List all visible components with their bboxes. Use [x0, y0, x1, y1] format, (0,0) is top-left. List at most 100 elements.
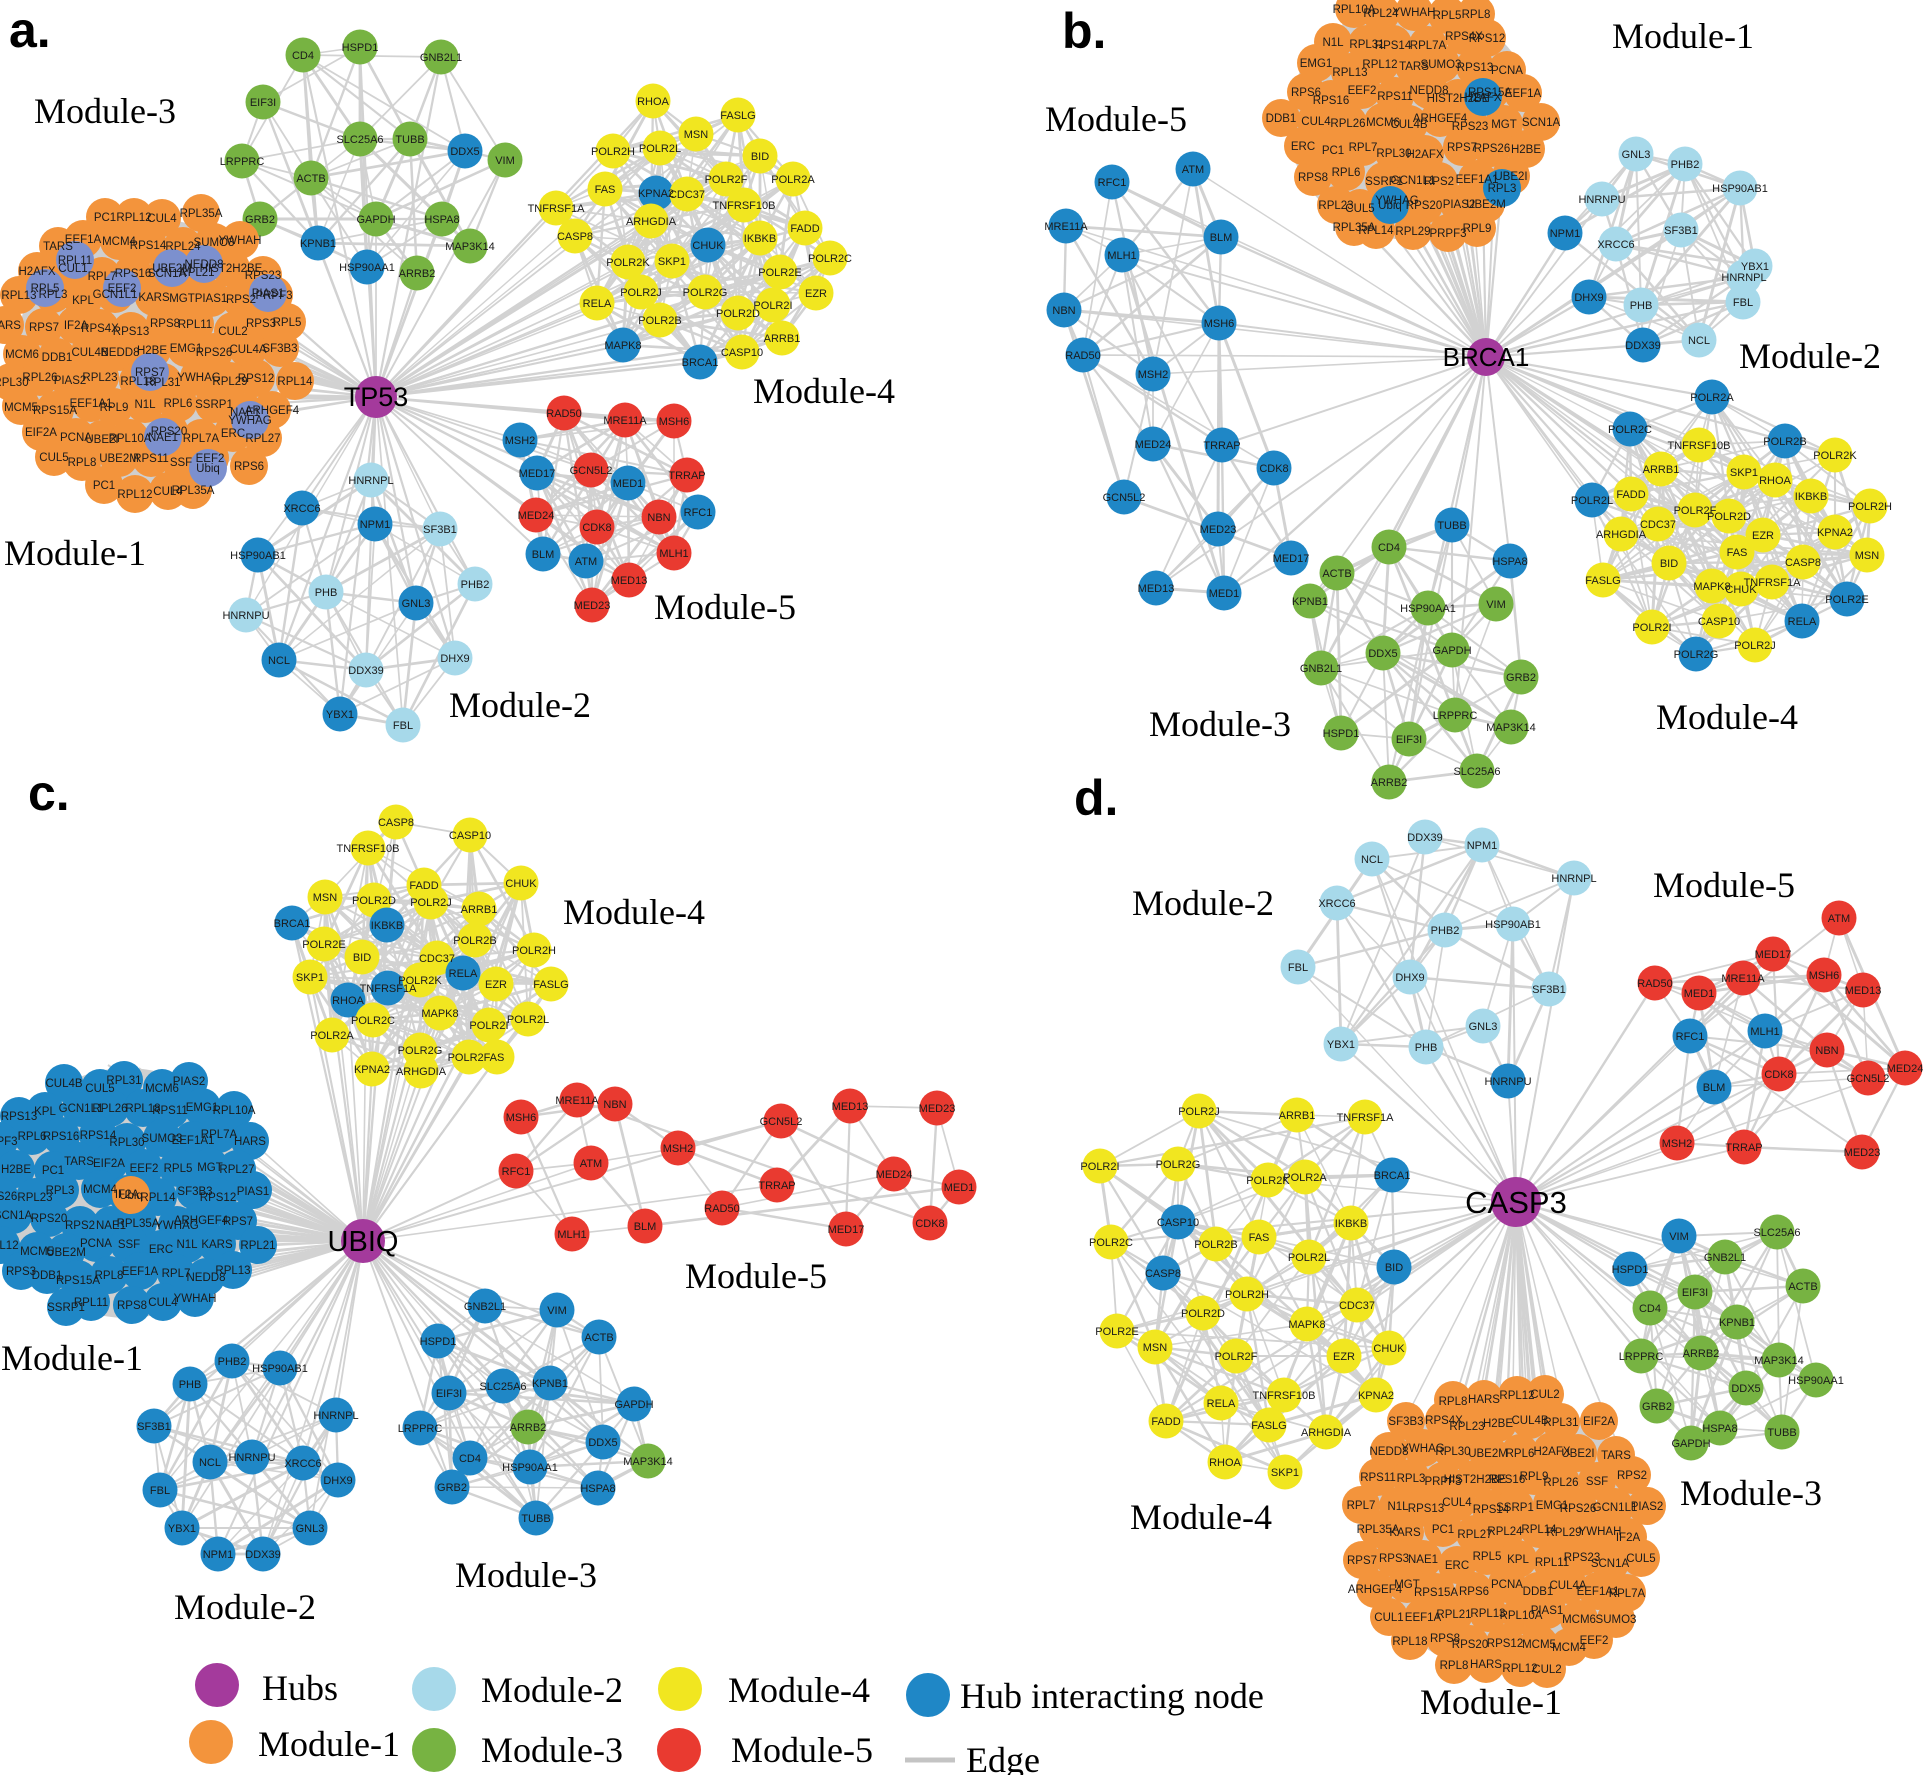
- svg-text:ARRB1: ARRB1: [461, 904, 498, 916]
- svg-text:PHB2: PHB2: [1431, 925, 1460, 937]
- svg-text:POLR2K: POLR2K: [398, 975, 442, 987]
- svg-text:POLR2I: POLR2I: [1080, 1161, 1119, 1173]
- svg-text:ARHGEF4: ARHGEF4: [1348, 1584, 1403, 1596]
- svg-text:NBN: NBN: [647, 512, 670, 524]
- svg-text:RPL13: RPL13: [1332, 67, 1367, 79]
- svg-text:RPL9: RPL9: [100, 402, 129, 414]
- svg-text:SF3B1: SF3B1: [1532, 984, 1566, 996]
- svg-text:MRE11A: MRE11A: [555, 1095, 599, 1107]
- svg-text:GAPDH: GAPDH: [356, 214, 395, 226]
- svg-text:MCM5: MCM5: [4, 402, 38, 414]
- svg-text:PCNA: PCNA: [1491, 1579, 1523, 1591]
- svg-text:LRPPRC: LRPPRC: [398, 1423, 443, 1435]
- svg-text:MSN: MSN: [313, 892, 338, 904]
- svg-text:RPS26: RPS26: [1474, 143, 1510, 155]
- svg-text:Module-2: Module-2: [449, 685, 591, 725]
- svg-text:CDC37: CDC37: [669, 189, 705, 201]
- svg-text:RPS16: RPS16: [43, 1131, 79, 1143]
- svg-text:YWHAG: YWHAG: [1375, 195, 1419, 207]
- svg-text:CASP8: CASP8: [1145, 1268, 1181, 1280]
- svg-text:CUL5: CUL5: [1345, 203, 1374, 215]
- svg-text:RPS4X: RPS4X: [1445, 31, 1483, 43]
- svg-text:MSN: MSN: [1855, 550, 1880, 562]
- svg-text:HARS: HARS: [234, 1136, 266, 1148]
- svg-text:YWHAH: YWHAH: [1393, 7, 1436, 19]
- svg-text:ARHGDIA: ARHGDIA: [626, 216, 677, 228]
- svg-text:POLR2C: POLR2C: [808, 253, 852, 265]
- svg-text:RPS23: RPS23: [245, 270, 281, 282]
- svg-text:CUL4: CUL4: [1301, 116, 1331, 128]
- svg-text:CUL4: CUL4: [1442, 1497, 1472, 1509]
- svg-text:Module-5: Module-5: [1045, 99, 1187, 139]
- svg-text:CUL2: CUL2: [1530, 1389, 1559, 1401]
- svg-text:POLR2B: POLR2B: [453, 935, 496, 947]
- svg-text:MSH6: MSH6: [659, 416, 690, 428]
- svg-text:ERC: ERC: [1445, 1560, 1469, 1572]
- svg-text:RPS2: RPS2: [1424, 176, 1454, 188]
- svg-text:CUL4B: CUL4B: [1511, 1415, 1548, 1427]
- svg-text:Edge: Edge: [966, 1740, 1040, 1775]
- svg-text:H2BE: H2BE: [1, 1164, 31, 1176]
- svg-text:EIF3I: EIF3I: [436, 1388, 462, 1400]
- svg-text:VIM: VIM: [1486, 599, 1506, 611]
- svg-text:POLR2E: POLR2E: [758, 267, 801, 279]
- svg-text:POLR2K: POLR2K: [606, 257, 650, 269]
- svg-text:Module-4: Module-4: [563, 892, 705, 932]
- svg-text:POLR2J: POLR2J: [1734, 640, 1776, 652]
- svg-text:MED13: MED13: [611, 575, 648, 587]
- svg-text:MCM6: MCM6: [1562, 1614, 1596, 1626]
- svg-text:HSP90AA1: HSP90AA1: [1400, 603, 1456, 615]
- svg-text:SSRP1: SSRP1: [1365, 176, 1403, 188]
- svg-text:RPL24: RPL24: [1487, 1526, 1523, 1538]
- svg-text:KPL: KPL: [1507, 1554, 1529, 1566]
- svg-text:VIM: VIM: [495, 155, 515, 167]
- svg-text:AS: AS: [490, 1052, 505, 1064]
- svg-text:EZR: EZR: [1333, 1351, 1355, 1363]
- svg-text:EIF2A: EIF2A: [93, 1158, 125, 1170]
- svg-text:KARS: KARS: [1389, 1527, 1421, 1539]
- svg-text:HSPA8: HSPA8: [1702, 1423, 1737, 1435]
- svg-text:MED17: MED17: [828, 1224, 865, 1236]
- svg-text:TUBB: TUBB: [395, 134, 424, 146]
- svg-text:SSRP1: SSRP1: [1496, 1502, 1534, 1514]
- svg-text:EIF2A: EIF2A: [25, 427, 57, 439]
- svg-text:DDX5: DDX5: [588, 1437, 617, 1449]
- svg-text:RPL30: RPL30: [1376, 148, 1411, 160]
- svg-text:POLR2J: POLR2J: [620, 287, 662, 299]
- svg-text:RPS8: RPS8: [1298, 172, 1328, 184]
- svg-text:POLR2F: POLR2F: [1674, 505, 1717, 517]
- svg-text:SF3B1: SF3B1: [423, 524, 457, 536]
- svg-text:PHB2: PHB2: [218, 1356, 247, 1368]
- svg-text:PC1: PC1: [1322, 145, 1344, 157]
- svg-text:DDX5: DDX5: [1368, 648, 1397, 660]
- svg-text:POLR2E: POLR2E: [302, 939, 345, 951]
- svg-text:HSP90AB1: HSP90AB1: [1712, 183, 1768, 195]
- svg-text:NEDD8: NEDD8: [187, 1272, 226, 1284]
- svg-text:MCM5: MCM5: [20, 1246, 54, 1258]
- svg-text:RPL18: RPL18: [120, 376, 155, 388]
- svg-text:DDX39: DDX39: [245, 1549, 280, 1561]
- svg-text:MED24: MED24: [1135, 439, 1172, 451]
- svg-text:POLR2K: POLR2K: [1246, 1175, 1290, 1187]
- svg-text:RPL24: RPL24: [1363, 8, 1399, 20]
- svg-text:POLR2L: POLR2L: [507, 1014, 549, 1026]
- svg-text:RPL23: RPL23: [1449, 1421, 1484, 1433]
- svg-text:POLR2D: POLR2D: [352, 895, 396, 907]
- svg-text:LRPPRC: LRPPRC: [1433, 710, 1478, 722]
- svg-text:RPL8: RPL8: [1439, 1396, 1468, 1408]
- svg-text:b.: b.: [1062, 3, 1106, 59]
- svg-text:RPS20: RPS20: [31, 1213, 67, 1225]
- svg-text:CDK8: CDK8: [1259, 463, 1288, 475]
- svg-text:Module-3: Module-3: [1680, 1473, 1822, 1513]
- svg-text:PHB: PHB: [1415, 1042, 1438, 1054]
- svg-text:DDX39: DDX39: [1407, 832, 1442, 844]
- svg-text:RPL11: RPL11: [1535, 1557, 1569, 1569]
- svg-text:RHOA: RHOA: [332, 995, 364, 1007]
- svg-text:CHUK: CHUK: [505, 878, 537, 890]
- svg-text:CD4: CD4: [1378, 542, 1400, 554]
- svg-text:CUL2: CUL2: [1532, 1664, 1561, 1676]
- svg-text:HSP90AB1: HSP90AB1: [230, 550, 286, 562]
- svg-text:POLR2H: POLR2H: [1225, 1289, 1269, 1301]
- svg-text:RPL12: RPL12: [0, 1240, 19, 1252]
- svg-text:RPL26: RPL26: [1543, 1477, 1578, 1489]
